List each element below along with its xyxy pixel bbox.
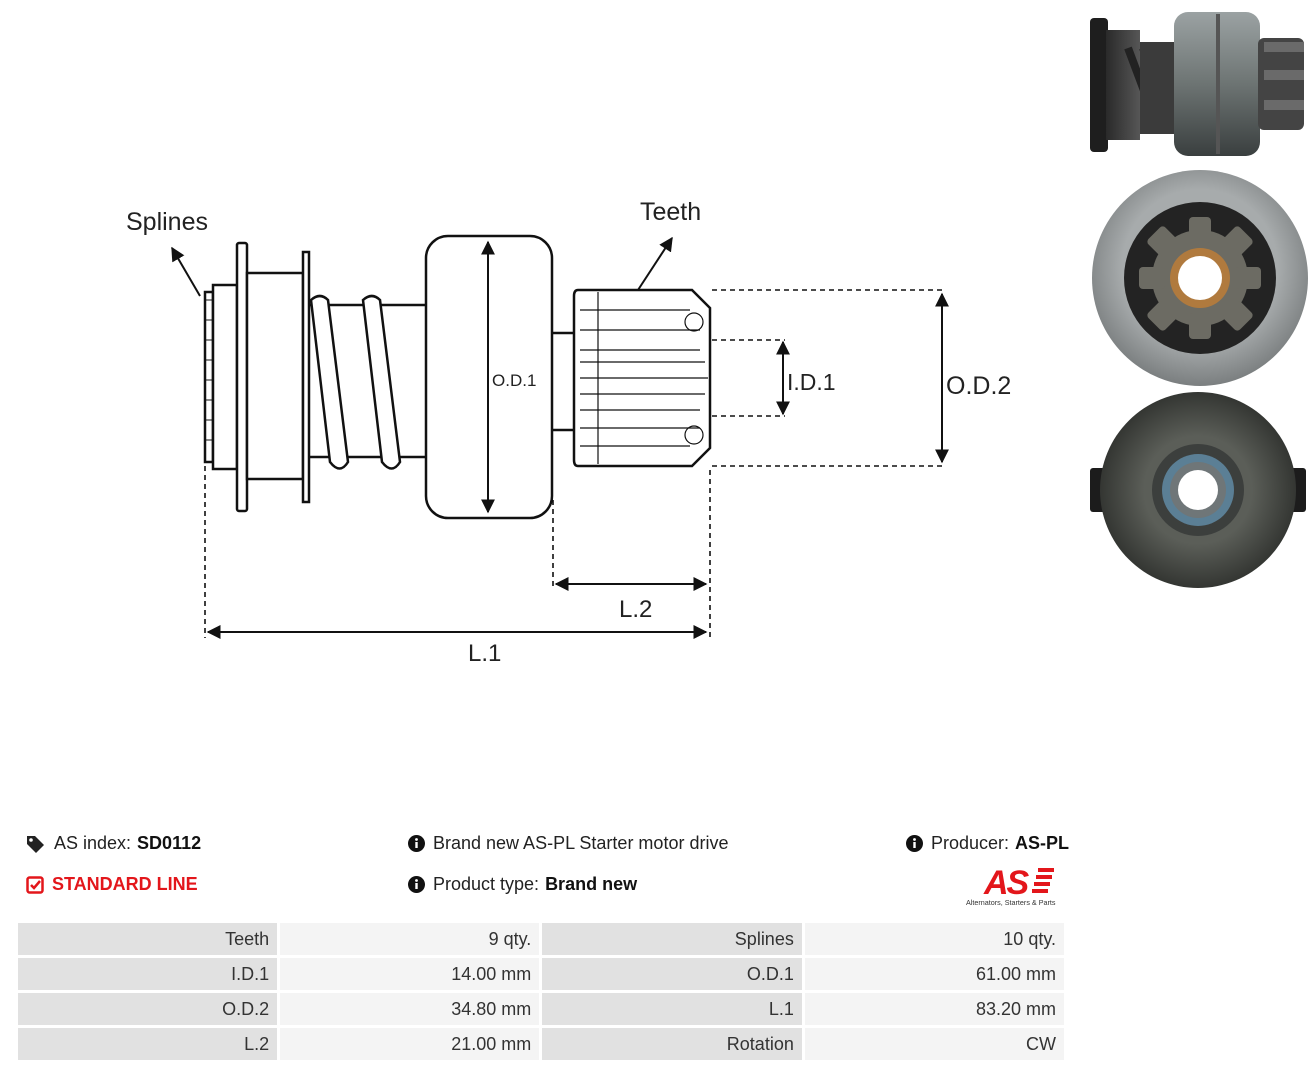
- logo-tagline: Alternators, Starters & Parts: [966, 898, 1056, 907]
- spec-key: L.1: [539, 990, 805, 1028]
- spec-value: 21.00 mm: [277, 1025, 543, 1063]
- table-row: L.2 21.00 mm Rotation CW: [14, 1025, 1068, 1063]
- label-od1: O.D.1: [492, 371, 536, 390]
- standard-line: STANDARD LINE: [26, 874, 198, 895]
- product-type-value: Brand new: [545, 874, 638, 894]
- check-square-icon: [26, 875, 44, 894]
- logo-mark: AS: [983, 864, 1030, 902]
- spec-value: 34.80 mm: [277, 990, 543, 1028]
- spec-value: 83.20 mm: [801, 990, 1068, 1028]
- table-row: I.D.1 14.00 mm O.D.1 61.00 mm: [14, 955, 1068, 993]
- label-l1: L.1: [468, 640, 501, 667]
- spec-value: 14.00 mm: [277, 955, 543, 993]
- spec-key: Splines: [539, 920, 805, 958]
- spec-value: 9 qty.: [277, 920, 543, 958]
- standard-line-label: STANDARD LINE: [52, 874, 198, 894]
- info-circle-icon: [408, 876, 425, 893]
- spec-value: 10 qty.: [801, 920, 1068, 958]
- table-row: O.D.2 34.80 mm L.1 83.20 mm: [14, 990, 1068, 1028]
- starter-drive-front-photo: [1092, 170, 1308, 386]
- producer-value: AS-PL: [1015, 833, 1070, 853]
- product-type-label: Product type:: [433, 874, 540, 894]
- product-description: Brand new AS-PL Starter motor drive: [408, 833, 728, 854]
- as-index-label: AS index:: [54, 833, 132, 853]
- starter-drive-side-photo: [1090, 12, 1304, 156]
- as-index: AS index: SD0112: [26, 833, 201, 854]
- as-index-value: SD0112: [137, 833, 202, 853]
- starter-drive-back-photo: [1090, 392, 1306, 588]
- spec-value: CW: [801, 1025, 1068, 1063]
- as-pl-logo: AS Alternators, Starters & Parts: [966, 864, 1056, 907]
- spec-key: Teeth: [14, 920, 281, 958]
- label-teeth: Teeth: [640, 198, 701, 226]
- tags-icon: [27, 835, 44, 853]
- spec-value: 61.00 mm: [801, 955, 1068, 993]
- spec-key: L.2: [14, 1025, 281, 1063]
- producer: Producer: AS-PL: [906, 833, 1069, 854]
- specification-table: Teeth 9 qty. Splines 10 qty. I.D.1 14.00…: [14, 920, 1068, 1063]
- label-l2: L.2: [619, 596, 652, 623]
- description-text: Brand new AS-PL Starter motor drive: [433, 833, 729, 853]
- spec-key: O.D.1: [539, 955, 805, 993]
- producer-label: Producer:: [931, 833, 1010, 853]
- info-circle-icon: [906, 835, 923, 852]
- info-circle-icon: [408, 835, 425, 852]
- spec-key: O.D.2: [14, 990, 281, 1028]
- label-splines: Splines: [126, 208, 208, 236]
- spec-key: Rotation: [539, 1025, 805, 1063]
- label-id1: I.D.1: [787, 369, 836, 395]
- label-od2: O.D.2: [946, 372, 1011, 400]
- spec-key: I.D.1: [14, 955, 281, 993]
- technical-drawing: Splines Teeth O.D.1 I.D.1 O.D.2 L.2 L.1: [126, 198, 1011, 667]
- table-row: Teeth 9 qty. Splines 10 qty.: [14, 920, 1068, 958]
- product-type: Product type: Brand new: [408, 874, 637, 895]
